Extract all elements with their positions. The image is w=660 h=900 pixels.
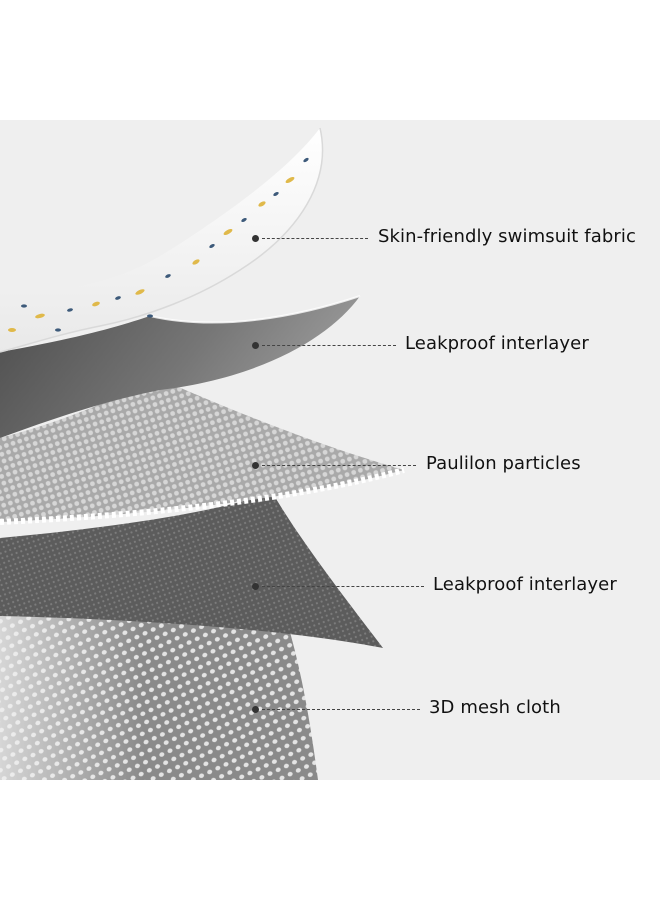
callout-dot [252,583,259,590]
callout-dot [252,462,259,469]
mesh-cloth-layer [0,588,318,780]
callout-leader-line [262,709,420,710]
callout-paulilon-particles: Paulilon particles [0,451,660,481]
callout-label: Skin-friendly swimsuit fabric [378,226,636,247]
callout-label: Paulilon particles [426,453,581,474]
callout-leakproof-interlayer-upper: Leakproof interlayer [0,331,660,361]
leakproof-interlayer-upper [0,295,361,438]
callout-leader-line [262,586,424,587]
callout-dot [252,235,259,242]
callout-label: Leakproof interlayer [433,574,617,595]
callout-leader-line [262,345,396,346]
paulilon-particles-layer [0,378,405,525]
callout-label: Leakproof interlayer [405,333,589,354]
callout-swimsuit-fabric: Skin-friendly swimsuit fabric [0,224,660,254]
callout-leader-line [262,238,368,239]
callout-dot [252,706,259,713]
callout-mesh-cloth: 3D mesh cloth [0,695,660,725]
fabric-layers-illustration [0,127,405,780]
callout-dot [252,342,259,349]
callout-label: 3D mesh cloth [429,697,561,718]
leakproof-interlayer-lower [0,492,383,648]
diagram-panel: Skin-friendly swimsuit fabric Leakproof … [0,120,660,780]
callout-leakproof-interlayer-lower: Leakproof interlayer [0,572,660,602]
callout-leader-line [262,465,416,466]
swimsuit-fabric-layer [0,127,324,353]
